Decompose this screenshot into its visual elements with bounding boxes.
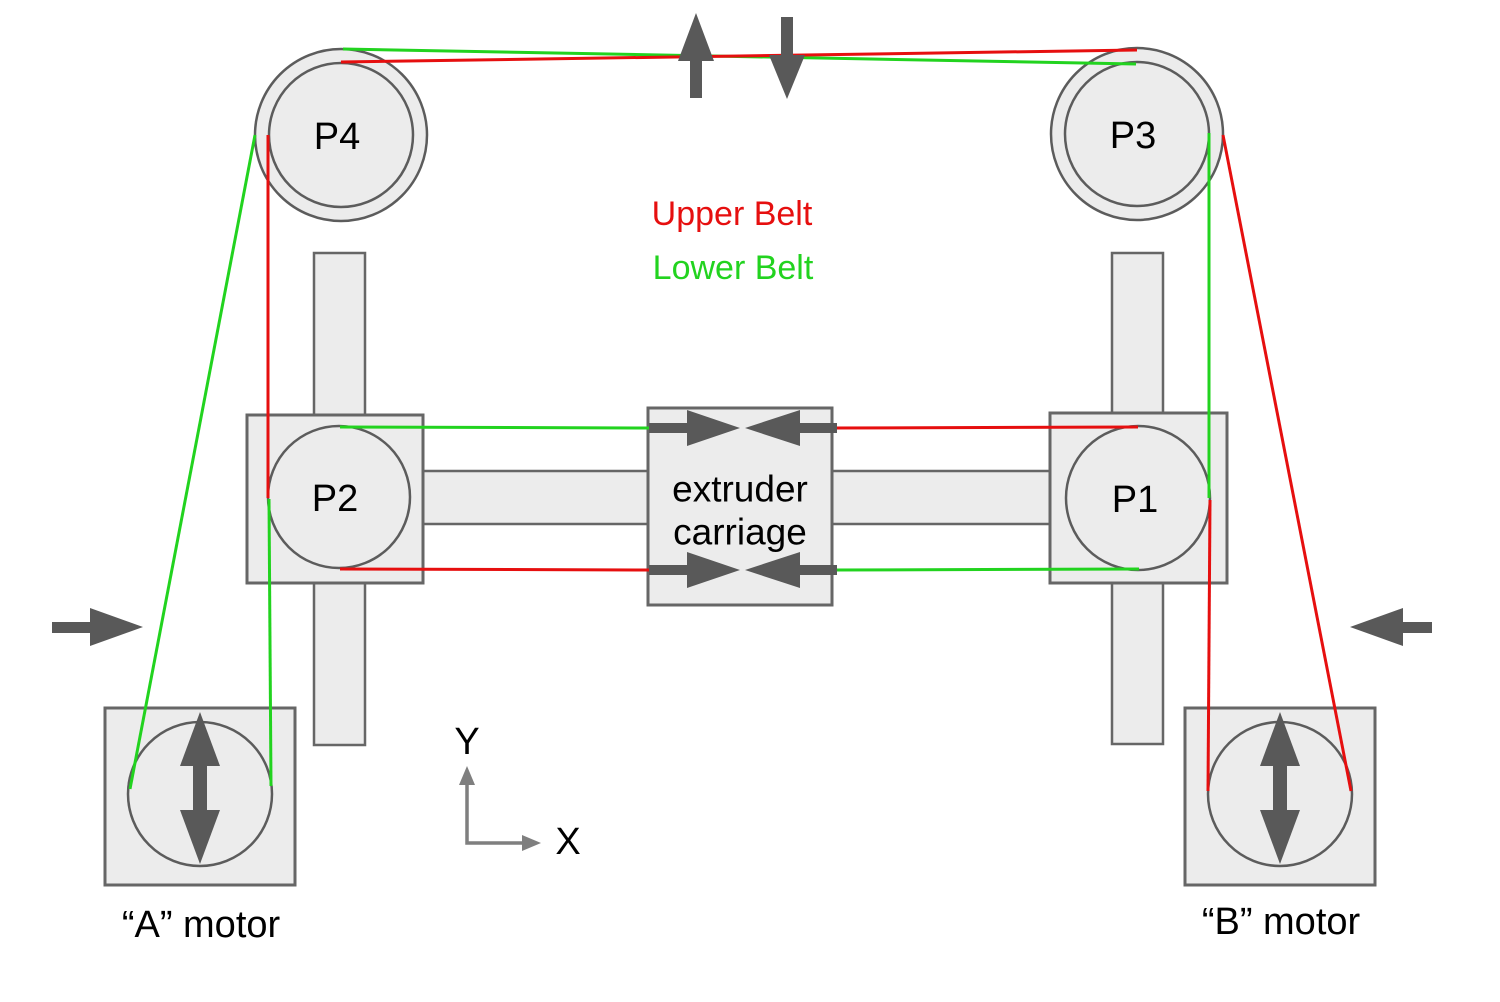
lower-belt-carriage-run-upper-left bbox=[339, 425, 651, 430]
carriage-bottom-inward-arrows-icon bbox=[649, 552, 837, 588]
motor-a-direction-arrow-icon bbox=[180, 712, 220, 864]
upper-belt bbox=[266, 48, 1353, 792]
belt-up-arrow-icon bbox=[678, 13, 714, 98]
upper-belt-carriage-run-lower-left bbox=[339, 567, 651, 572]
lower-belt-left-vertical bbox=[267, 498, 273, 787]
y-rail-left-lower bbox=[312, 578, 367, 747]
upper-belt-carriage-run-upper-right bbox=[832, 425, 1139, 430]
lower-belt-left-diagonal bbox=[128, 134, 257, 790]
axis-x-label: X bbox=[555, 821, 580, 863]
pulley-p4-label: P4 bbox=[314, 116, 360, 158]
y-rail-right-upper bbox=[1110, 251, 1165, 419]
y-rail-right-lower bbox=[1110, 578, 1165, 746]
frame-right-left-arrow-icon bbox=[1350, 608, 1432, 646]
frame-left-right-arrow-icon bbox=[52, 608, 143, 646]
carriage-label-line1: extruder bbox=[672, 469, 808, 510]
lower-belt-carriage-run-lower-right bbox=[832, 567, 1140, 572]
upper-belt-right-diagonal bbox=[1221, 134, 1353, 792]
axis-y-arrowhead-icon bbox=[459, 766, 475, 785]
axis-x-arrowhead-icon bbox=[522, 835, 541, 851]
upper-belt-right-vertical bbox=[1206, 499, 1212, 792]
motor-a-label: “A” motor bbox=[122, 904, 281, 946]
motor-b-direction-arrow-icon bbox=[1260, 712, 1300, 864]
belt-down-arrow-icon bbox=[769, 17, 805, 99]
axis-y-label: Y bbox=[454, 721, 479, 763]
carriage-top-inward-arrows-icon bbox=[649, 410, 837, 446]
coordinate-axes bbox=[459, 766, 541, 851]
pulley-p1-label: P1 bbox=[1112, 479, 1158, 521]
legend-upper-belt-label: Upper Belt bbox=[652, 195, 813, 233]
upper-belt-top-span bbox=[340, 48, 1138, 64]
carriage-label-line2: carriage bbox=[673, 512, 807, 553]
legend-lower-belt-label: Lower Belt bbox=[653, 249, 814, 287]
y-rail-left-upper bbox=[312, 251, 367, 420]
axis-lines bbox=[465, 779, 526, 845]
pulley-p3-label: P3 bbox=[1110, 115, 1156, 157]
pulley-p2-label: P2 bbox=[312, 478, 358, 520]
motor-b-label: “B” motor bbox=[1202, 901, 1361, 943]
